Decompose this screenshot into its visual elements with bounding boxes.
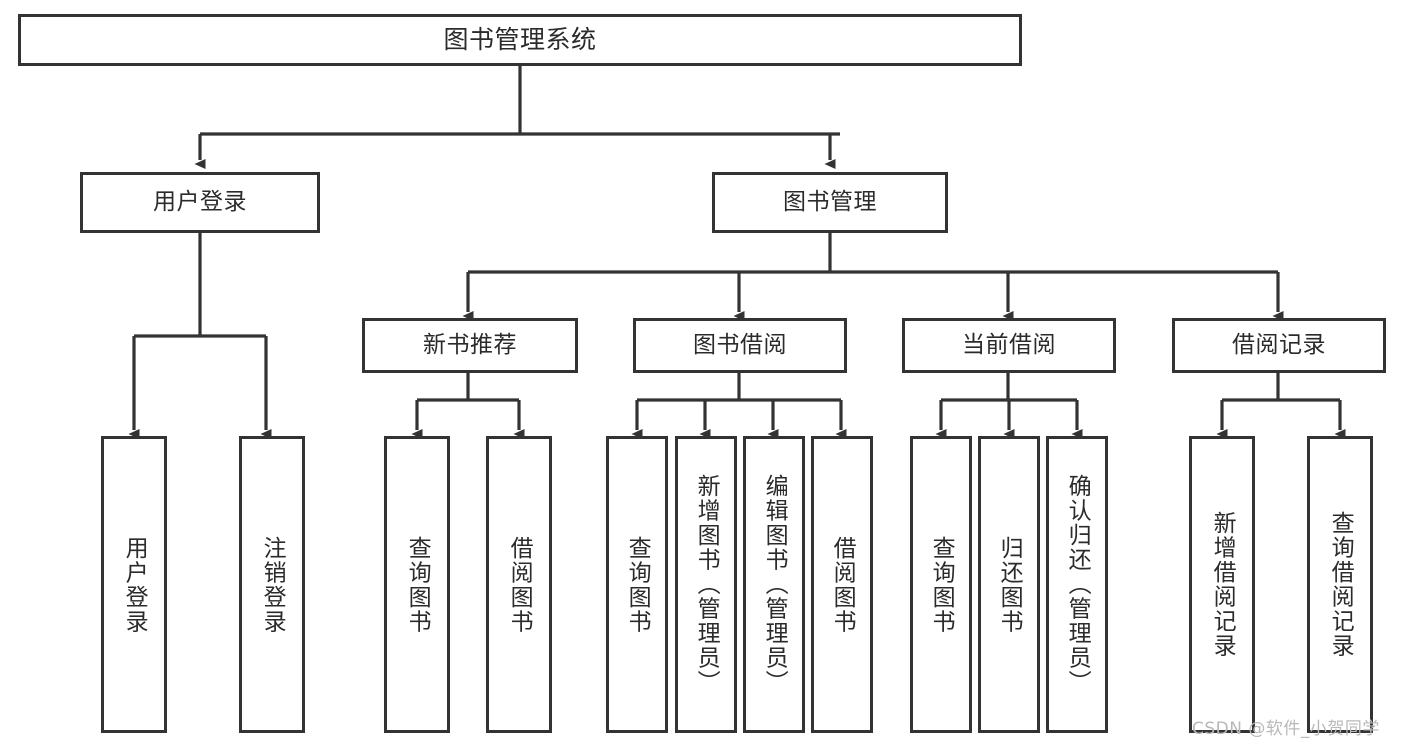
node-leaf-query-record[interactable]: 查询借阅记录: [1307, 436, 1373, 733]
node-leaf-query-book-2-label: 查询图书: [624, 535, 651, 634]
node-leaf-logout[interactable]: 注销登录: [239, 436, 305, 733]
node-leaf-borrow-book-2-label: 借阅图书: [829, 535, 856, 634]
node-leaf-edit-book-label: 编辑图书（管理员）: [761, 474, 788, 695]
node-root[interactable]: 图书管理系统: [18, 14, 1022, 66]
node-current-borrow-label: 当前借阅: [962, 331, 1056, 358]
node-leaf-add-book-label: 新增图书（管理员）: [693, 474, 720, 695]
node-leaf-confirm-return[interactable]: 确认归还（管理员）: [1046, 436, 1108, 733]
node-leaf-add-book[interactable]: 新增图书（管理员）: [675, 436, 737, 733]
node-leaf-return-book[interactable]: 归还图书: [978, 436, 1040, 733]
node-leaf-logout-label: 注销登录: [259, 535, 286, 634]
node-leaf-edit-book[interactable]: 编辑图书（管理员）: [743, 436, 805, 733]
node-leaf-return-book-label: 归还图书: [996, 535, 1023, 634]
node-leaf-add-record[interactable]: 新增借阅记录: [1189, 436, 1255, 733]
node-leaf-query-book-2[interactable]: 查询图书: [606, 436, 668, 733]
node-leaf-add-record-label: 新增借阅记录: [1209, 511, 1236, 658]
node-leaf-borrow-book-1-label: 借阅图书: [506, 535, 533, 634]
node-new-book-recommend-label: 新书推荐: [423, 331, 517, 358]
node-root-label: 图书管理系统: [443, 25, 597, 54]
node-book-manage-label: 图书管理: [783, 188, 877, 215]
node-leaf-borrow-book-1[interactable]: 借阅图书: [486, 436, 552, 733]
node-leaf-query-record-label: 查询借阅记录: [1327, 511, 1354, 658]
node-book-borrow[interactable]: 图书借阅: [633, 318, 847, 373]
node-leaf-query-book-3-label: 查询图书: [928, 535, 955, 634]
node-borrow-record-label: 借阅记录: [1232, 331, 1326, 358]
node-leaf-query-book-1-label: 查询图书: [404, 535, 431, 634]
node-borrow-record[interactable]: 借阅记录: [1172, 318, 1386, 373]
csdn-watermark: CSDN @软件_小贺同学: [1192, 719, 1380, 739]
node-current-borrow[interactable]: 当前借阅: [902, 318, 1116, 373]
node-user-login[interactable]: 用户登录: [80, 172, 320, 233]
node-leaf-borrow-book-2[interactable]: 借阅图书: [811, 436, 873, 733]
node-user-login-label: 用户登录: [153, 188, 247, 215]
node-leaf-query-book-3[interactable]: 查询图书: [910, 436, 972, 733]
node-book-manage[interactable]: 图书管理: [712, 172, 948, 233]
node-leaf-user-login-label: 用户登录: [121, 535, 148, 634]
node-leaf-user-login[interactable]: 用户登录: [101, 436, 167, 733]
node-leaf-confirm-return-label: 确认归还（管理员）: [1064, 474, 1091, 695]
node-book-borrow-label: 图书借阅: [693, 331, 787, 358]
node-leaf-query-book-1[interactable]: 查询图书: [384, 436, 450, 733]
node-new-book-recommend[interactable]: 新书推荐: [362, 318, 578, 373]
